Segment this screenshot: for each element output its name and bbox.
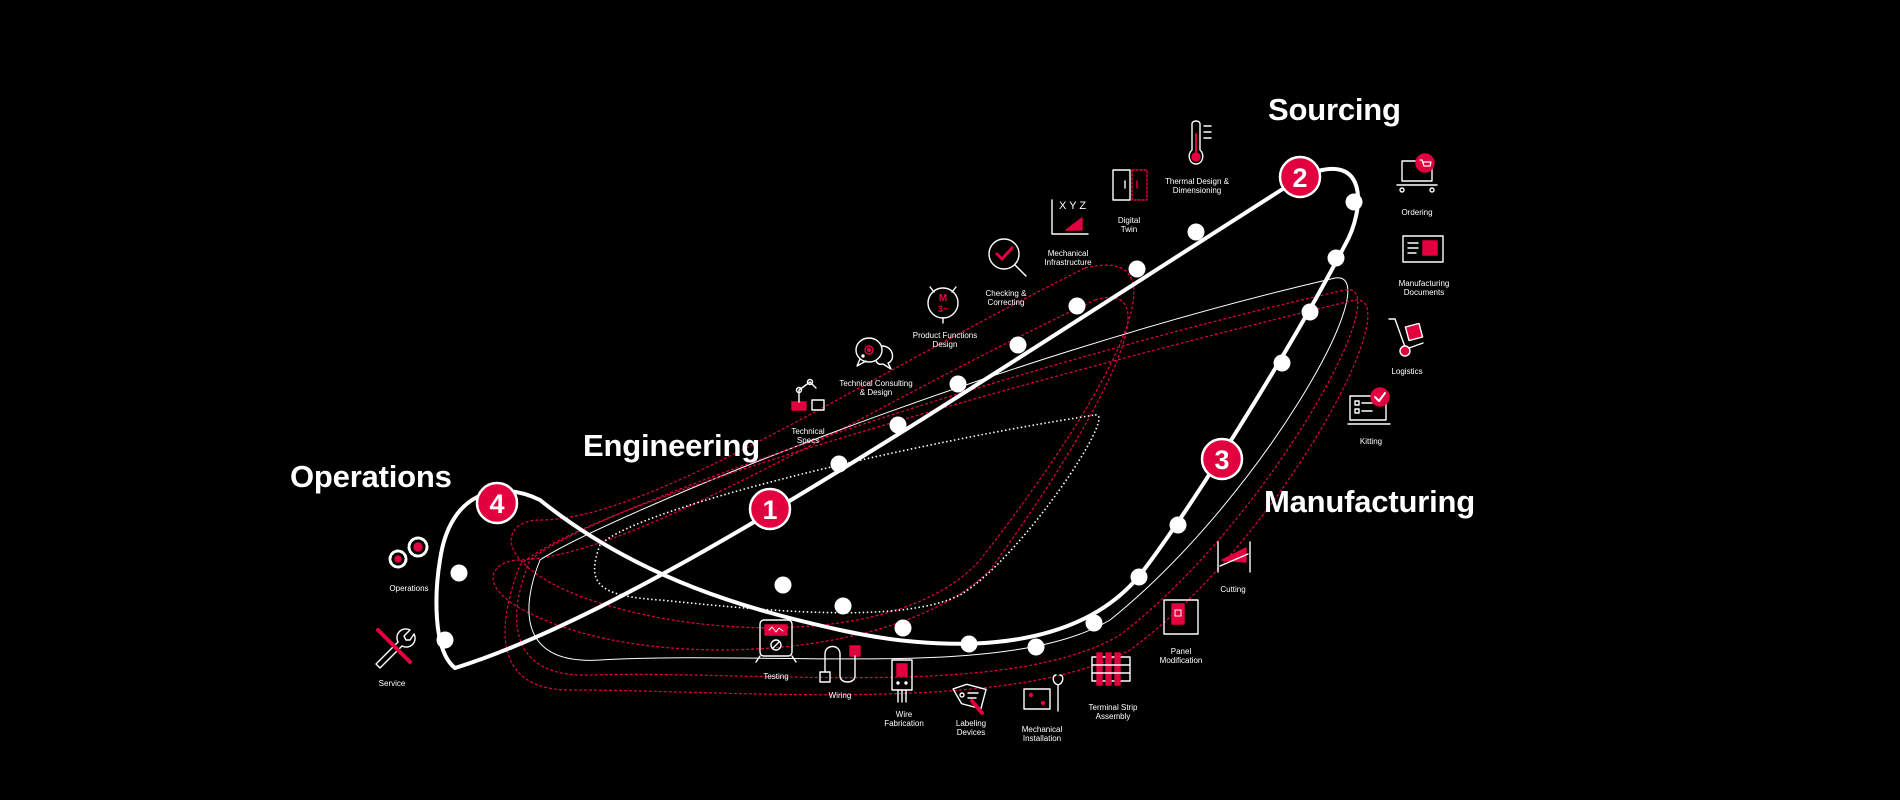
step-label-kitting: Kitting [1359, 437, 1383, 446]
wire-cable-icon [819, 645, 861, 683]
step-label-checking: Checking &Correcting [985, 289, 1027, 307]
path-dot [1273, 354, 1291, 372]
path-dot [960, 635, 978, 653]
step-label-service: Service [378, 679, 406, 688]
badge-3-number: 3 [1214, 445, 1229, 475]
step-label-operations: Operations [389, 584, 429, 593]
step-label-technical-consulting: Technical Consulting& Design [839, 379, 913, 397]
section-title-operations: Operations [290, 459, 452, 494]
step-label-testing: Testing [763, 672, 789, 681]
speech-bubbles-gear-icon [855, 337, 894, 370]
step-label-ordering: Ordering [1401, 208, 1433, 217]
path-dot [1027, 638, 1045, 656]
path-dot [1327, 249, 1345, 267]
wrench-rail-icon [1023, 674, 1064, 712]
badge-4[interactable]: 4 [475, 481, 519, 525]
inner-loops [492, 264, 1369, 696]
badge-2[interactable]: 2 [1278, 155, 1322, 199]
badge-4-number: 4 [489, 489, 504, 519]
path-dot [1169, 516, 1187, 534]
step-label-logistics: Logistics [1391, 367, 1423, 376]
path-dot [1085, 614, 1103, 632]
badge-3[interactable]: 3 [1200, 437, 1244, 481]
path-dot [1009, 336, 1027, 354]
digital-twin-icon [1112, 169, 1148, 201]
path-dot [1345, 193, 1363, 211]
path-dots [436, 193, 1363, 656]
path-dot [834, 597, 852, 615]
thermometer-icon [1188, 120, 1212, 165]
wire-device-icon [891, 659, 913, 703]
badge-2-number: 2 [1292, 163, 1307, 193]
label-tag-icon [952, 683, 987, 715]
section-title-sourcing: Sourcing [1268, 92, 1401, 127]
path-dot [1068, 297, 1086, 315]
gears-icon [388, 536, 429, 569]
checklist-monitor-icon [1347, 387, 1391, 425]
path-dot [830, 455, 848, 473]
step-label-wiring: Wiring [828, 691, 852, 700]
badge-1-number: 1 [762, 495, 777, 525]
magnifier-check-icon [988, 238, 1027, 277]
path-dot [450, 564, 468, 582]
path-dot [1130, 568, 1148, 586]
robot-arm-icon [791, 378, 825, 411]
hand-truck-icon [1388, 318, 1424, 357]
multimeter-icon [755, 619, 797, 663]
wrench-screwdriver-icon [375, 628, 416, 669]
path-dot [774, 576, 792, 594]
path-dot [436, 631, 454, 649]
document-monitor-icon [1402, 235, 1444, 263]
section-title-engineering: Engineering [583, 428, 760, 463]
cutting-icon [1217, 541, 1251, 573]
section-title-manufacturing: Manufacturing [1264, 484, 1475, 519]
path-dot [1128, 260, 1146, 278]
path-dot [1301, 303, 1319, 321]
step-label-thermal: Thermal Design &Dimensioning [1164, 177, 1230, 195]
badge-1[interactable]: 1 [748, 487, 792, 531]
path-dot [894, 619, 912, 637]
step-label-cutting: Cutting [1220, 585, 1246, 594]
panel-icon [1163, 599, 1199, 635]
cart-laptop-icon [1396, 153, 1438, 193]
svg-text:X Y Z: X Y Z [1059, 200, 1086, 212]
path-dot [949, 375, 967, 393]
svg-text:M: M [939, 293, 947, 304]
xyz-ruler-icon: X Y Z [1051, 199, 1089, 235]
motor-icon: M 3~ [927, 286, 959, 324]
terminal-strip-icon [1091, 652, 1131, 686]
svg-text:3~: 3~ [938, 304, 948, 314]
path-dot [889, 416, 907, 434]
path-dot [1187, 223, 1205, 241]
